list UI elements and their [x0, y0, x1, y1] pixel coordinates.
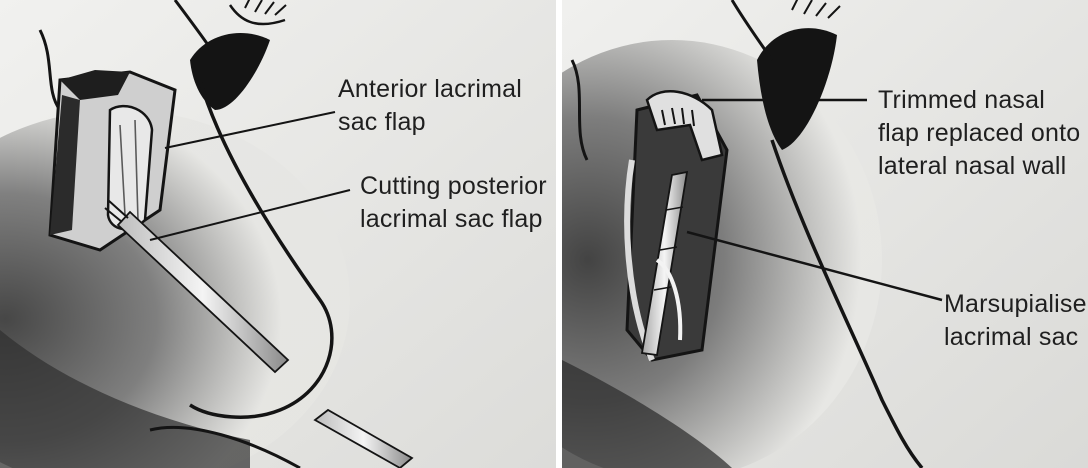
label-cutting-posterior-flap: Cutting posterior lacrimal sac flap [360, 170, 547, 236]
label-line: flap replaced onto [878, 117, 1080, 150]
left-illustration-panel: Anterior lacrimal sac flap Cutting poste… [0, 0, 556, 468]
label-line: Cutting posterior [360, 170, 547, 203]
label-line: Anterior lacrimal [338, 73, 522, 106]
label-line: sac flap [338, 106, 522, 139]
label-line: Marsupialise [944, 288, 1087, 321]
label-line: lateral nasal wall [878, 150, 1080, 183]
label-trimmed-nasal-flap: Trimmed nasal flap replaced onto lateral… [878, 84, 1080, 183]
anterior-sac-flap [108, 106, 152, 229]
label-anterior-lacrimal-sac-flap: Anterior lacrimal sac flap [338, 73, 522, 139]
right-surgical-illustration [562, 0, 1088, 468]
label-marsupialised-lacrimal-sac: Marsupialise lacrimal sac [944, 288, 1087, 354]
label-line: lacrimal sac [944, 321, 1087, 354]
label-line: Trimmed nasal [878, 84, 1080, 117]
right-illustration-panel: Trimmed nasal flap replaced onto lateral… [562, 0, 1088, 468]
label-line: lacrimal sac flap [360, 203, 547, 236]
